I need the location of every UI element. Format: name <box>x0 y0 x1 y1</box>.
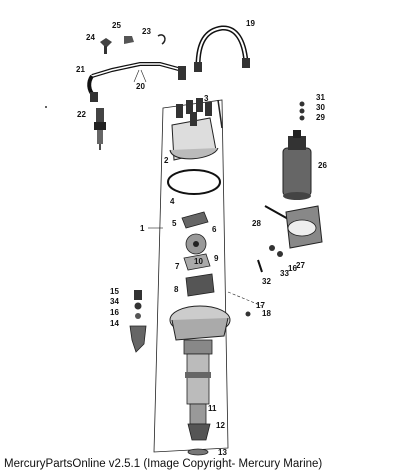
callout-11: 11 <box>208 404 217 413</box>
wire-clips <box>100 34 166 54</box>
callout-29: 29 <box>316 113 325 122</box>
callout-16-left: 16 <box>110 308 119 317</box>
callout-13: 13 <box>218 448 227 457</box>
callout-25: 25 <box>112 21 121 30</box>
callout-9: 9 <box>214 254 219 263</box>
coil-wire-part <box>194 25 250 72</box>
callout-31: 31 <box>316 93 325 102</box>
copyright-caption: MercuryPartsOnline v2.5.1 (Image Copyrig… <box>4 458 323 470</box>
ignition-coil-part <box>282 101 312 200</box>
hold-down-hardware <box>129 290 147 353</box>
callout-6: 6 <box>212 225 217 234</box>
callout-8: 8 <box>174 285 179 294</box>
callout-23: 23 <box>142 27 151 36</box>
callout-16-right: 16 <box>288 264 297 273</box>
callout-33: 33 <box>280 269 289 278</box>
spark-plug-part <box>94 108 106 150</box>
stray-dot <box>45 106 47 108</box>
callout-14: 14 <box>110 319 119 328</box>
callout-30: 30 <box>316 103 325 112</box>
callout-4: 4 <box>170 197 175 206</box>
callout-2: 2 <box>164 156 169 165</box>
callout-19: 19 <box>246 19 255 28</box>
callout-27: 27 <box>296 261 305 270</box>
callout-21: 21 <box>76 65 85 74</box>
callout-22: 22 <box>77 110 86 119</box>
callout-26: 26 <box>318 161 327 170</box>
distributor-housing-part <box>169 305 231 456</box>
callout-34: 34 <box>110 297 119 306</box>
cap-gasket-part <box>167 169 221 195</box>
callout-1: 1 <box>140 224 145 233</box>
callout-7: 7 <box>175 262 180 271</box>
callout-20: 20 <box>136 82 145 91</box>
callout-5: 5 <box>172 219 177 228</box>
callout-18: 18 <box>262 309 271 318</box>
callout-24: 24 <box>86 33 95 42</box>
callout-12: 12 <box>216 421 225 430</box>
rotor-part <box>181 211 209 229</box>
distributor-cap-part <box>169 98 223 161</box>
callout-28: 28 <box>252 219 261 228</box>
callout-17: 17 <box>256 301 265 310</box>
bracket-leader <box>227 291 263 307</box>
coil-bracket-part <box>257 205 323 273</box>
spark-plug-wire-part <box>87 62 186 102</box>
callout-10: 10 <box>194 257 203 266</box>
pickup-parts <box>183 233 215 297</box>
callout-3: 3 <box>204 94 209 103</box>
callout-15: 15 <box>110 287 119 296</box>
callout-32: 32 <box>262 277 271 286</box>
